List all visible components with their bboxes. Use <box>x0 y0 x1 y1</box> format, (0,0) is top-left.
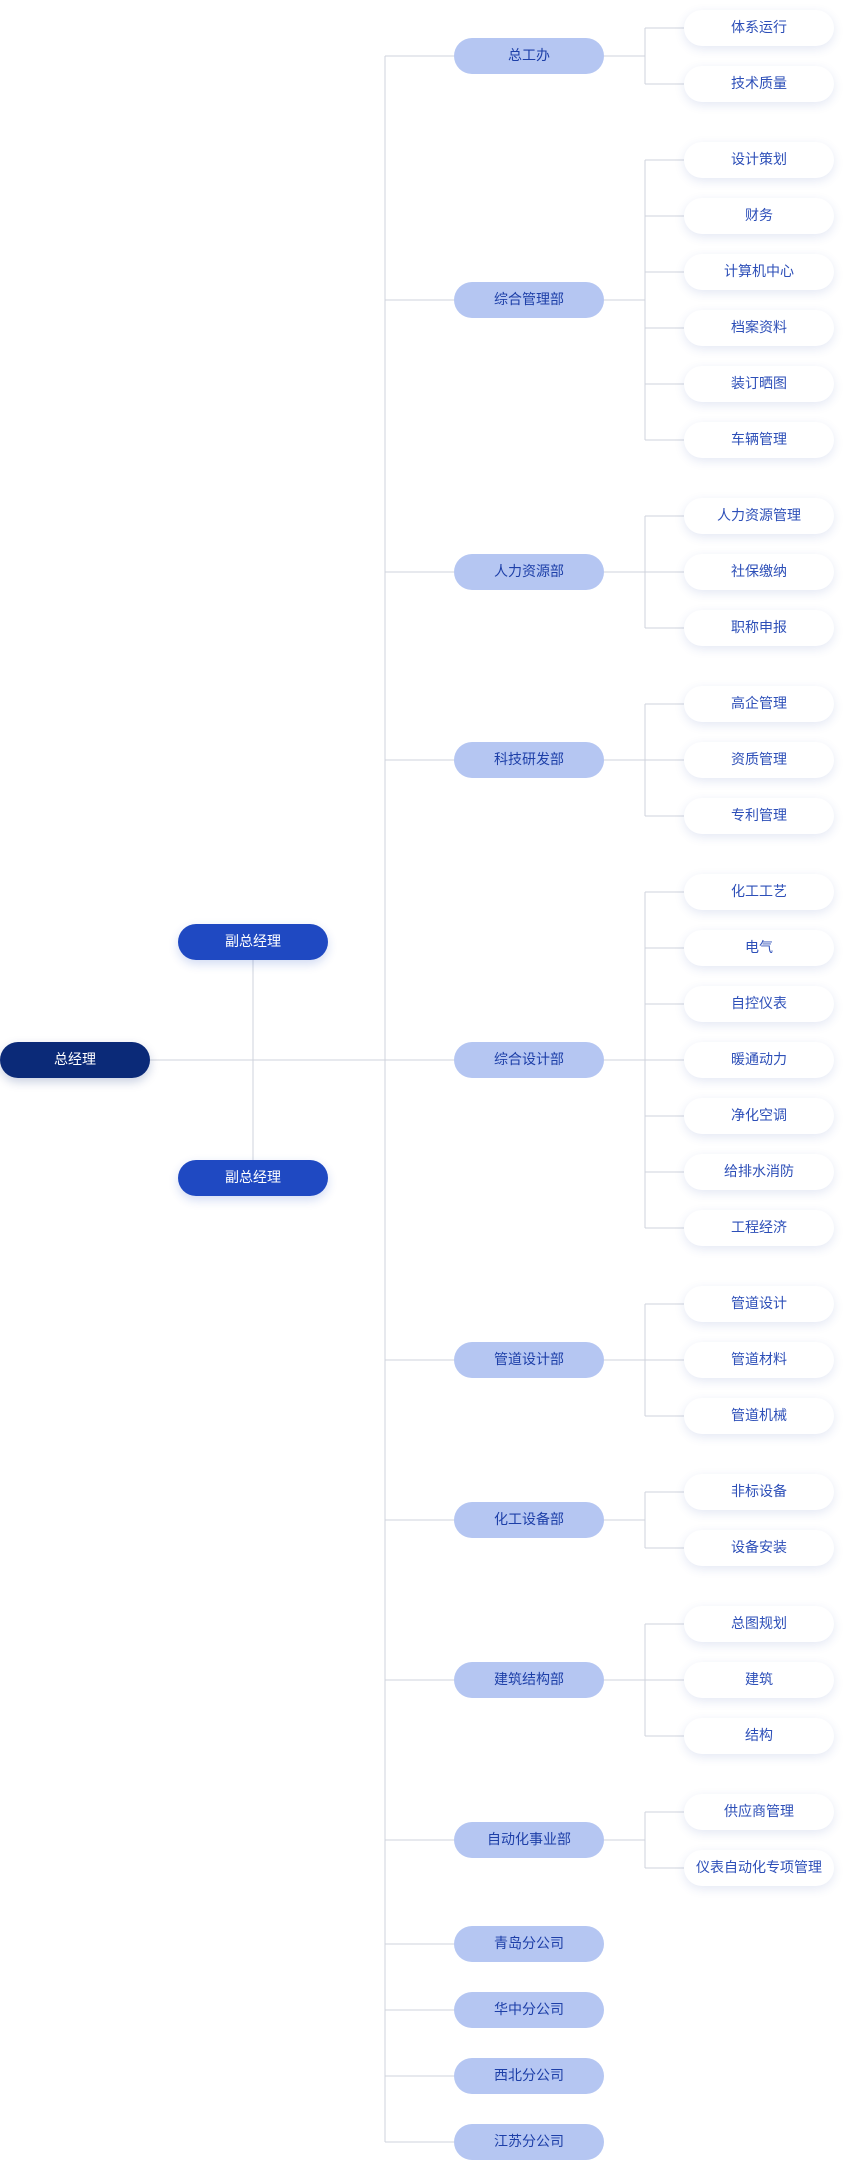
sub-unit-node: 人力资源管理 <box>684 498 834 534</box>
sub-unit-node: 专利管理 <box>684 798 834 834</box>
sub-unit-node: 给排水消防 <box>684 1154 834 1190</box>
sub-unit-node: 自控仪表 <box>684 986 834 1022</box>
deputy-manager-node: 副总经理 <box>178 924 328 960</box>
sub-unit-node: 社保缴纳 <box>684 554 834 590</box>
sub-unit-node: 高企管理 <box>684 686 834 722</box>
department-node: 综合管理部 <box>454 282 604 318</box>
sub-unit-node: 工程经济 <box>684 1210 834 1246</box>
sub-unit-node: 计算机中心 <box>684 254 834 290</box>
sub-unit-node: 暖通动力 <box>684 1042 834 1078</box>
department-node: 人力资源部 <box>454 554 604 590</box>
department-node: 自动化事业部 <box>454 1822 604 1858</box>
sub-unit-node: 设计策划 <box>684 142 834 178</box>
department-node: 科技研发部 <box>454 742 604 778</box>
sub-unit-node: 总图规划 <box>684 1606 834 1642</box>
sub-unit-node: 电气 <box>684 930 834 966</box>
sub-unit-node: 财务 <box>684 198 834 234</box>
sub-unit-node: 装订晒图 <box>684 366 834 402</box>
department-node: 江苏分公司 <box>454 2124 604 2160</box>
sub-unit-node: 结构 <box>684 1718 834 1754</box>
department-node: 管道设计部 <box>454 1342 604 1378</box>
sub-unit-node: 化工工艺 <box>684 874 834 910</box>
department-node: 建筑结构部 <box>454 1662 604 1698</box>
department-node: 西北分公司 <box>454 2058 604 2094</box>
sub-unit-node: 资质管理 <box>684 742 834 778</box>
department-node: 化工设备部 <box>454 1502 604 1538</box>
sub-unit-node: 建筑 <box>684 1662 834 1698</box>
sub-unit-node: 设备安装 <box>684 1530 834 1566</box>
department-node: 总工办 <box>454 38 604 74</box>
department-node: 综合设计部 <box>454 1042 604 1078</box>
sub-unit-node: 车辆管理 <box>684 422 834 458</box>
sub-unit-node: 职称申报 <box>684 610 834 646</box>
sub-unit-node: 非标设备 <box>684 1474 834 1510</box>
sub-unit-node: 档案资料 <box>684 310 834 346</box>
sub-unit-node: 管道设计 <box>684 1286 834 1322</box>
general-manager-node: 总经理 <box>0 1042 150 1078</box>
sub-unit-node: 供应商管理 <box>684 1794 834 1830</box>
department-node: 华中分公司 <box>454 1992 604 2028</box>
sub-unit-node: 管道机械 <box>684 1398 834 1434</box>
sub-unit-node: 技术质量 <box>684 66 834 102</box>
sub-unit-node: 管道材料 <box>684 1342 834 1378</box>
sub-unit-node: 体系运行 <box>684 10 834 46</box>
deputy-manager-node: 副总经理 <box>178 1160 328 1196</box>
department-node: 青岛分公司 <box>454 1926 604 1962</box>
sub-unit-node: 净化空调 <box>684 1098 834 1134</box>
sub-unit-node: 仪表自动化专项管理 <box>684 1850 834 1886</box>
